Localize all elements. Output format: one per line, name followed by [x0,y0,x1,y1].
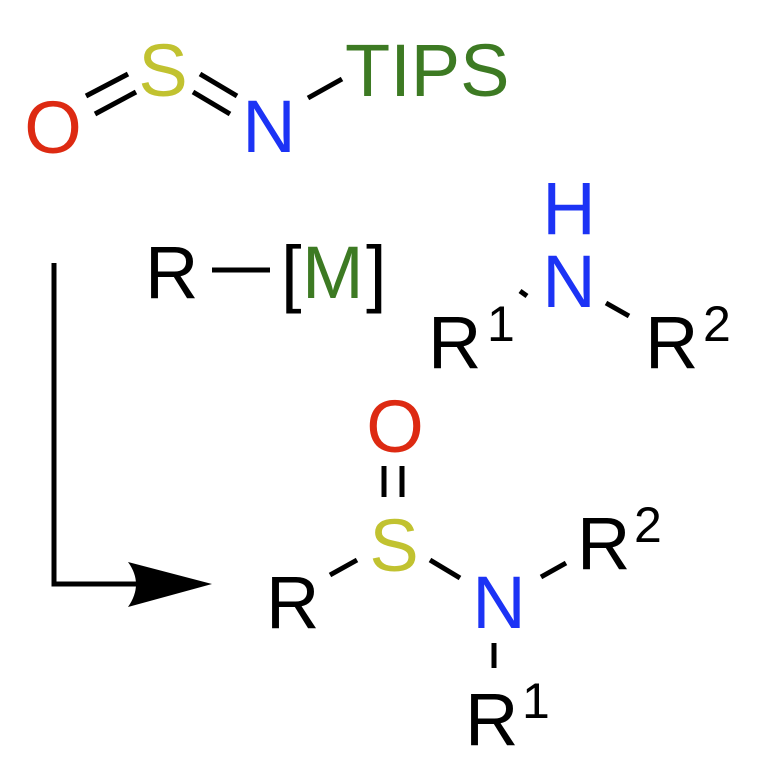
product-r-s-bond [328,557,359,578]
amine-r1-superscript: 1 [487,296,515,352]
amine-r1-n-bond [518,288,529,299]
sulfinamide-product: O S R N R 2 R 1 [266,385,662,761]
reagent-sulfur-atom: S [138,29,187,112]
reagent-tips-group: TIPS [345,29,509,112]
amine-r2-group: R [645,301,698,384]
reaction-arrow-head [128,562,212,607]
reagent-sn-bond-1 [198,71,239,99]
amine-r1-group: R [428,301,481,384]
product-r1-group: R [465,678,518,761]
organometallic-metal: M [302,231,364,314]
product-r1-superscript: 1 [522,673,550,729]
reagent-nitrogen-atom: N [242,85,295,168]
reagent-n-tips-bond [306,76,344,101]
amine-n-r2-bond [604,300,631,319]
product-sulfur-atom: S [369,504,418,587]
organometallic-r-group: R [145,231,198,314]
organometallic-bracket-open: [ [281,231,302,314]
product-s-n-bond [428,557,462,581]
reagent-sn-bond-2 [191,89,232,117]
product-n-r2-bond [539,560,568,580]
reagent-os-bond-2 [93,89,138,117]
organometallic-bracket-close: ] [366,231,387,314]
reagent-oxygen-atom: O [24,86,82,169]
product-r2-group: R [577,502,630,585]
organometallic-reagent: R [ M ] [145,231,387,314]
product-r2-superscript: 2 [634,497,662,553]
product-r-group: R [266,561,319,644]
amine-hydrogen-atom: H [542,167,595,250]
product-nitrogen-atom: N [472,561,525,644]
reagent-os-bond-1 [84,71,130,99]
product-oxygen-atom: O [366,385,424,468]
amine-nitrogen-atom: N [542,240,595,323]
sulfinylamine-reagent: O S N TIPS [24,29,509,169]
reaction-arrow-shaft [51,263,150,587]
elbow-arrow-icon [51,263,212,607]
amine-r2-superscript: 2 [703,296,731,352]
secondary-amine: H N R 1 R 2 [428,167,731,384]
